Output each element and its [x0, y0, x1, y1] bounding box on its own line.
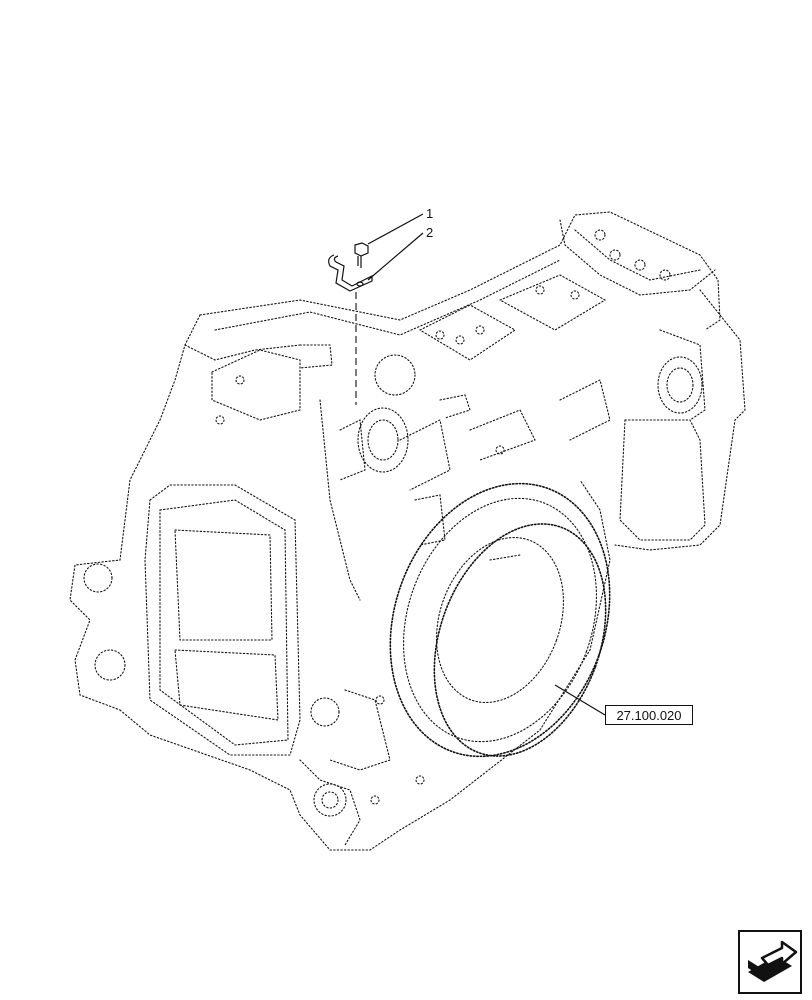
bolt-part [354, 242, 369, 268]
leader-line-2 [367, 232, 424, 281]
next-page-arrow-icon[interactable] [738, 930, 802, 994]
callout-2: 2 [426, 225, 434, 240]
bracket-part [328, 254, 373, 292]
transmission-housing [69, 211, 746, 851]
reference-box[interactable]: 27.100.020 [605, 705, 693, 725]
leader-line-1 [367, 213, 424, 245]
callout-1: 1 [426, 206, 434, 221]
leader-line-reference [554, 684, 606, 716]
